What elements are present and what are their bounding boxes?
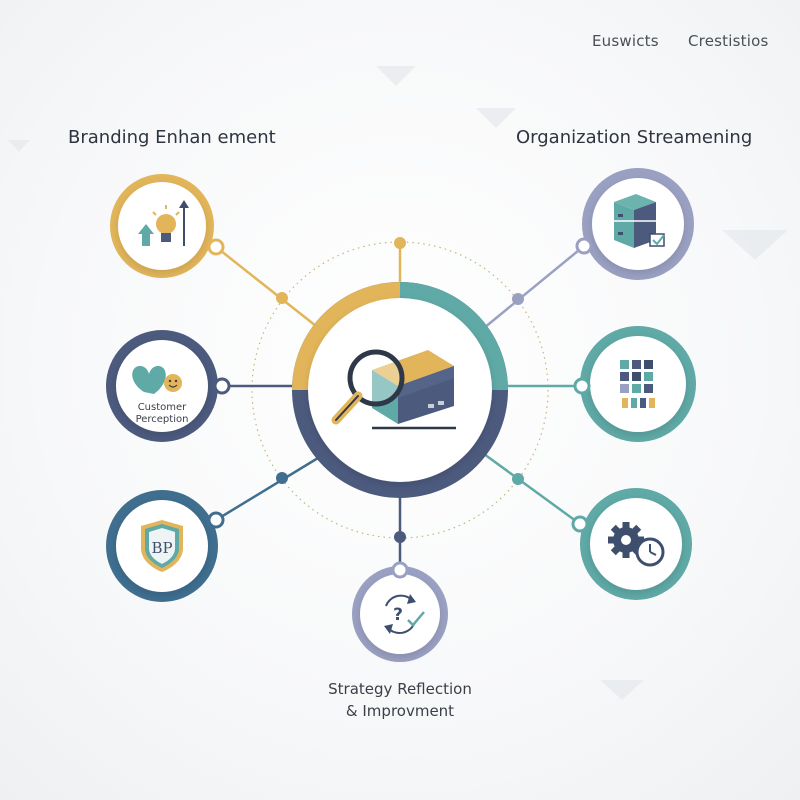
node-brand-badge[interactable]: BP — [106, 490, 225, 602]
refresh-question-icon: ? — [384, 594, 425, 634]
node-customer-perception[interactable]: Customer Perception — [106, 330, 231, 442]
server-check-icon — [614, 194, 665, 248]
customer-perception-label-2: Perception — [136, 414, 189, 425]
gear-clock-icon — [608, 522, 665, 567]
heading-branding: Branding Enhan ement — [68, 127, 276, 148]
strategy-caption-line-1: Strategy Reflection — [328, 680, 472, 698]
magnifier-box-icon — [331, 349, 456, 430]
strategy-caption-line-2: & Improvment — [345, 702, 455, 720]
center-hub[interactable] — [292, 282, 508, 498]
node-gear-clock[interactable] — [571, 488, 692, 600]
node-task-grid[interactable] — [573, 326, 696, 442]
nav-link-crestistios[interactable]: Crestistios — [688, 32, 769, 50]
connector-dots — [276, 237, 524, 543]
badge-text: BP — [151, 539, 172, 557]
customer-perception-label-1: Customer — [138, 402, 187, 413]
strategy-caption: Strategy Reflection & Improvment — [300, 678, 500, 722]
svg-text:?: ? — [393, 605, 403, 625]
shield-badge-icon: BP — [141, 520, 183, 572]
task-grid-icon — [620, 360, 655, 408]
node-server[interactable] — [575, 168, 694, 280]
heading-organization: Organization Streamening — [516, 127, 753, 148]
connectors — [215, 243, 585, 570]
nav-link-euswicts[interactable]: Euswicts — [592, 32, 659, 50]
heart-smile-icon — [132, 366, 182, 394]
background-decoration — [8, 66, 788, 700]
node-branding-enhancement[interactable] — [110, 174, 225, 278]
lightbulb-growth-icon — [138, 200, 189, 246]
node-strategy-reflection[interactable]: ? — [352, 561, 448, 662]
